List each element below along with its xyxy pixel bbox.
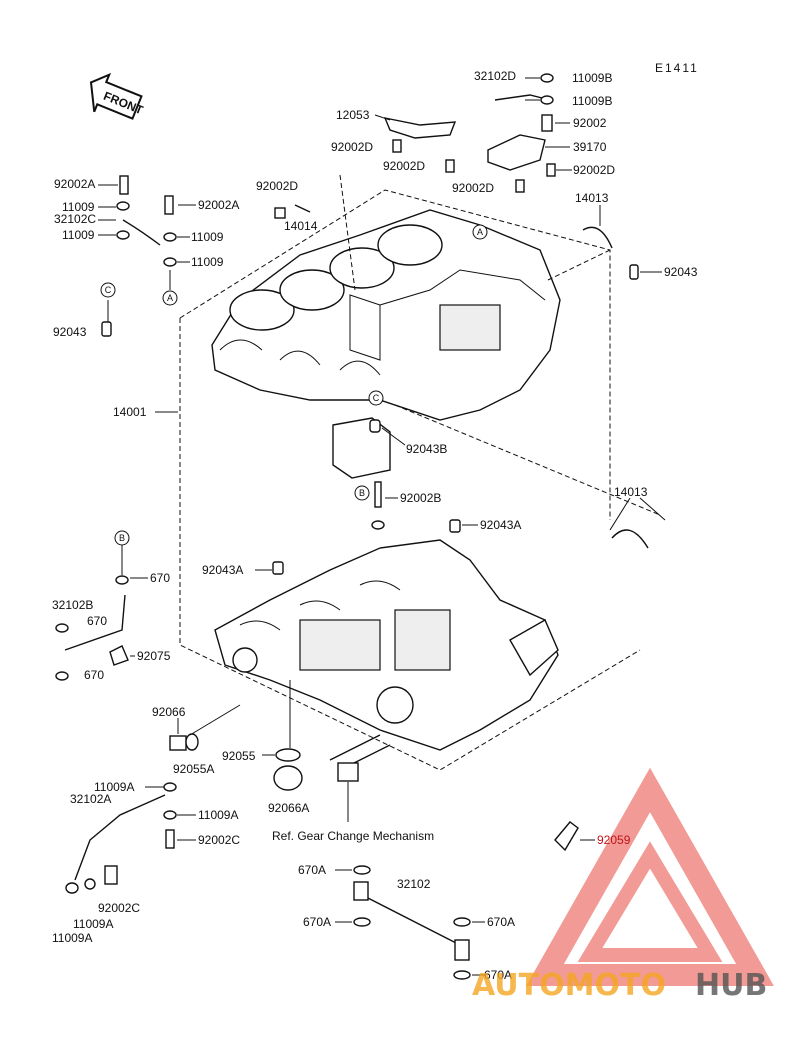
part-label: 11009A (198, 808, 238, 822)
circle-marker-b-left: B (114, 530, 130, 546)
part-label: 11009A (52, 931, 92, 945)
svg-text:AUTOMOTO: AUTOMOTO (472, 968, 666, 1003)
part-label: 92055 (222, 749, 256, 763)
front-arrow-icon: FRONT (89, 72, 146, 120)
circle-marker-c-center: C (368, 390, 384, 406)
part-label: 670 (150, 571, 170, 585)
part-label: 11009 (62, 200, 95, 214)
svg-text:A: A (477, 227, 483, 237)
part-label: 32102 (397, 877, 431, 891)
part-label: 92059 (597, 833, 631, 847)
part-label: 92055A (173, 762, 214, 776)
diagram-code: E1411 (655, 61, 699, 75)
part-label: 11009A (73, 917, 113, 931)
upper-crankcase (211, 209, 561, 421)
part-label: 92066 (152, 705, 186, 719)
bearing-block (332, 417, 391, 479)
part-label: 670 (84, 668, 104, 682)
part-label: 92002C (198, 833, 240, 847)
part-label: 92002 (573, 116, 607, 130)
part-label: 32102A (70, 792, 111, 806)
part-label: 14013 (575, 191, 609, 205)
svg-text:C: C (105, 285, 112, 295)
part-label: 11009 (62, 228, 95, 242)
circle-marker-a-top: A (472, 224, 488, 240)
part-label: 670A (487, 915, 515, 929)
part-label: 32102D (474, 69, 516, 83)
part-label: 670A (484, 968, 512, 982)
part-label: 14014 (284, 219, 318, 233)
part-labels: 32102D 11009B 11009B 92002 12053 39170 9… (52, 69, 698, 982)
circle-marker-b-center: B (354, 485, 370, 501)
part-label: 32102B (52, 598, 93, 612)
watermark-text: AUTOMOTO HUB (472, 968, 767, 1003)
part-label: 670 (87, 614, 107, 628)
lower-crankcase (214, 539, 559, 751)
part-label: 92002A (198, 198, 239, 212)
circle-marker-c-left: C (100, 282, 116, 298)
svg-text:B: B (359, 488, 365, 498)
part-label: 670A (303, 915, 331, 929)
part-label: 12053 (336, 108, 370, 122)
part-label: 92002D (331, 140, 373, 154)
seal-14013-top (582, 226, 613, 249)
part-label: 92002B (400, 491, 441, 505)
circle-marker-a-left: A (162, 290, 178, 306)
part-label: 11009B (572, 71, 612, 85)
reference-note: Ref. Gear Change Mechanism (272, 829, 434, 843)
part-label: 92002D (452, 181, 494, 195)
part-label: 92075 (137, 649, 171, 663)
part-label: 92043B (406, 442, 447, 456)
leader-lines (98, 77, 662, 976)
part-label: 32102C (54, 212, 96, 226)
part-label: 14001 (113, 405, 147, 419)
svg-text:C: C (373, 393, 380, 403)
part-label: 92043 (53, 325, 87, 339)
part-label: 92002D (383, 159, 425, 173)
part-label: 92002C (98, 901, 140, 915)
svg-text:B: B (119, 533, 125, 543)
part-label: 39170 (573, 140, 607, 154)
part-label: 92002D (573, 163, 615, 177)
part-label: 11009A (94, 780, 134, 794)
svg-text:HUB: HUB (695, 968, 767, 1003)
part-label: 92043A (202, 563, 243, 577)
svg-text:A: A (167, 293, 173, 303)
part-label: 92002A (54, 177, 95, 191)
part-label: 92066A (268, 801, 309, 815)
part-label: 11009B (572, 94, 612, 108)
part-label: 11009 (191, 230, 224, 244)
part-label: 11009 (191, 255, 224, 269)
part-label: 14013 (614, 485, 648, 499)
seal-14013-bottom (611, 529, 649, 549)
part-label: 92043 (664, 265, 698, 279)
part-label: 92043A (480, 518, 521, 532)
watermark-logo (526, 767, 774, 986)
part-label: 92002D (256, 179, 298, 193)
part-label: 670A (298, 863, 326, 877)
